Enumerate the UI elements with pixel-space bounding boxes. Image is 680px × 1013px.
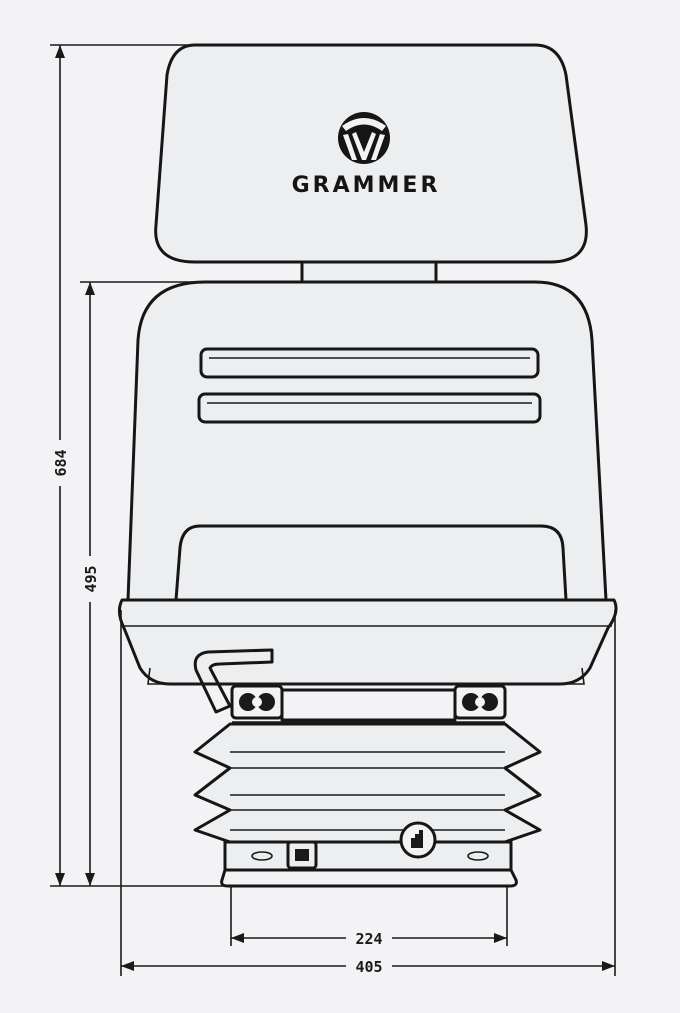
- dimension-overall-width: 405: [120, 610, 616, 976]
- seat-base: [223, 840, 513, 872]
- dimension-backrest-height: 495: [80, 281, 200, 886]
- backrest-slot-upper: [199, 347, 540, 379]
- base-plate: [220, 868, 518, 888]
- suspension-mount-left: [230, 684, 284, 720]
- base-slot-right: [467, 851, 489, 861]
- backrest: [126, 280, 608, 602]
- grammer-logo-icon: [338, 112, 390, 164]
- base-switch-icon: [286, 840, 318, 870]
- backrest-slot-lower: [197, 392, 542, 424]
- base-width-label: 224: [355, 930, 382, 948]
- total-height-label: 684: [52, 449, 70, 476]
- seat-pan: [117, 598, 618, 686]
- adjustment-lever: [193, 648, 274, 714]
- dimension-total-height: 684: [50, 44, 225, 887]
- backrest-height-label: 495: [82, 565, 100, 592]
- overall-width-label: 405: [355, 958, 382, 976]
- headrest-post: [300, 260, 438, 284]
- brand-name: GRAMMER: [292, 173, 441, 198]
- base-slot-left: [251, 851, 273, 861]
- suspension-mount-right: [453, 684, 507, 720]
- suspension-bellows: [193, 722, 542, 844]
- dimension-base-width: 224: [230, 886, 508, 948]
